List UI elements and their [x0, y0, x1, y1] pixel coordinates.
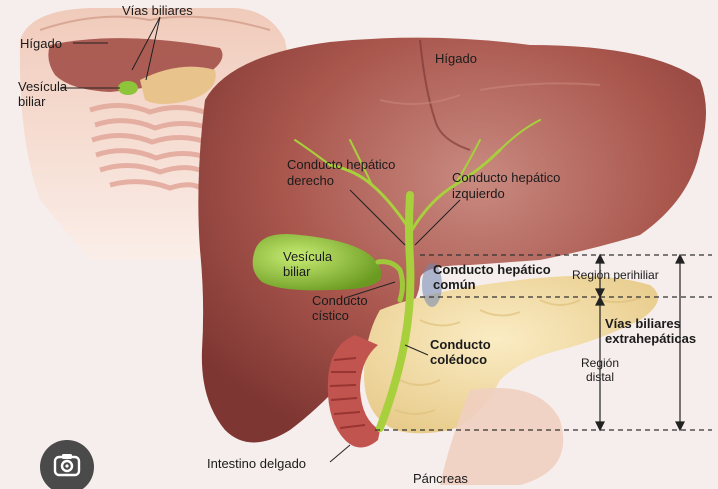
- conducto-hepatico-comun-line1: Conducto hepático: [433, 262, 551, 277]
- conducto-hepatico-derecho-line1: Conducto hepático: [287, 157, 395, 172]
- vesicula-label-line1: Vesícula: [283, 249, 332, 264]
- vias-biliares-label: Vías biliares: [122, 3, 193, 18]
- vesicula-small-label-line2: biliar: [18, 94, 45, 109]
- conducto-coledoco-line1: Conducto: [430, 337, 491, 352]
- conducto-hepatico-izquierdo-line1: Conducto hepático: [452, 170, 560, 185]
- vias-extrahepaticas-line2: extrahepáticas: [605, 331, 696, 346]
- vesicula-label-line2: biliar: [283, 264, 310, 279]
- vesicula-small-label-line1: Vesícula: [18, 79, 67, 94]
- higado-main-label: Hígado: [435, 51, 477, 66]
- higado-small-label: Hígado: [20, 36, 62, 51]
- vias-extrahepaticas-line1: Vías biliares: [605, 316, 681, 331]
- region-distal-line1: Región: [570, 356, 630, 371]
- conducto-cistico-line2: cístico: [312, 308, 349, 323]
- conducto-hepatico-izquierdo-line2: izquierdo: [452, 186, 505, 201]
- conducto-coledoco-line2: colédoco: [430, 352, 487, 367]
- conducto-hepatico-comun-line2: común: [433, 277, 476, 292]
- image-search-icon: [53, 451, 81, 479]
- intestino-delgado-label: Intestino delgado: [207, 456, 306, 471]
- region-distal-line2: distal: [570, 370, 630, 385]
- image-search-button[interactable]: [40, 440, 94, 489]
- conducto-cistico-line1: Conducto: [312, 293, 368, 308]
- region-perihiliar-label: Región perihiliar: [572, 268, 659, 283]
- conducto-hepatico-derecho-line2: derecho: [287, 173, 334, 188]
- pancreas-label: Páncreas: [413, 471, 468, 486]
